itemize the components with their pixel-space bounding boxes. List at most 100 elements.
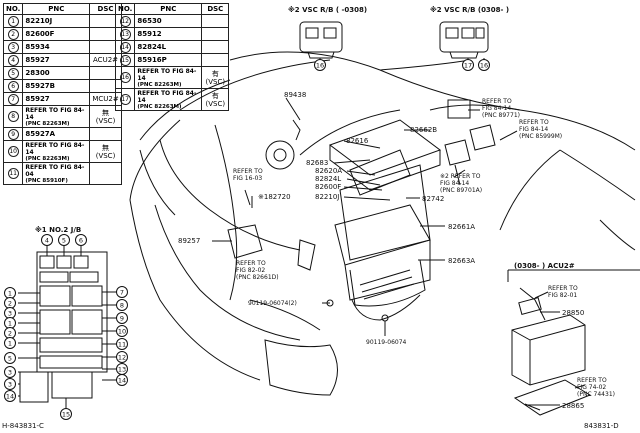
part-82662B: 82662B <box>410 126 437 134</box>
part-82600F: 82600F <box>315 183 341 191</box>
jb-right-callout-circle <box>116 351 128 363</box>
jb-left-callout: 3 <box>8 368 12 376</box>
horn-component <box>265 140 295 170</box>
part-number: 85916P <box>137 56 167 64</box>
part-89257: 89257 <box>178 237 200 245</box>
jb-left-callout-circle <box>4 352 16 364</box>
jb-left-callout: 1 <box>8 319 12 327</box>
code-right: 843831-D <box>584 422 619 430</box>
part-number-cell: REFER TO FIG 84-14(PNC 82263M) <box>134 66 203 89</box>
jb-left-callout-circle <box>4 390 16 402</box>
relay-small <box>444 139 471 166</box>
component-89257 <box>227 224 263 259</box>
jb-left-callout-circle <box>4 378 16 390</box>
jb-right-callout-circle <box>116 299 128 311</box>
table-row: 1 82210J <box>2 14 122 28</box>
front-bumper-curve <box>129 199 261 381</box>
hood-outline-top <box>229 51 636 151</box>
jb-top-callout-circle <box>58 234 70 246</box>
part-number: 28300 <box>25 69 50 77</box>
item-number: 7 <box>7 93 19 105</box>
jb-left-callout-circle <box>4 337 16 349</box>
jb-left-callout: 14 <box>6 392 14 400</box>
callout-16-a-circle <box>314 59 326 71</box>
hood-front-edge <box>179 59 331 111</box>
item-number: 16 <box>119 72 131 83</box>
part-number: 82600F <box>25 30 55 38</box>
part-182720: ※182720 <box>258 193 291 201</box>
description-cell: 無(VSC) <box>89 105 122 128</box>
label-vsc-rb-2: ※2 VSC R/B (0308- ) <box>430 5 509 14</box>
part-82683: 82683 <box>306 159 328 167</box>
jb-right-callout: 12 <box>118 353 126 361</box>
jb-left-callout: 1 <box>8 289 12 297</box>
item-number: 4 <box>7 54 19 66</box>
jb-left-callout: 3 <box>8 380 12 388</box>
label-acu: (0308- ) ACU2# <box>514 262 575 270</box>
part-90119-b: 90119-06074 <box>366 339 407 346</box>
part-sub-reference: (PNC 85910F) <box>25 177 68 184</box>
item-number: 10 <box>7 146 19 157</box>
code-left: H-843831-C <box>2 422 44 430</box>
jb-right-callout: 10 <box>118 327 126 335</box>
part-number: REFER TO FIG 84-14 <box>25 141 85 156</box>
part-number: 85934 <box>25 43 50 51</box>
part-number: 86530 <box>137 17 162 25</box>
table-row: 9 85927A <box>2 127 122 141</box>
vsc-relay-block-2 <box>439 21 489 53</box>
part-sub-reference: (PNC 82263M) <box>25 120 70 127</box>
part-number: 82824L <box>137 43 167 51</box>
jb-right-callout-circle <box>116 325 128 337</box>
part-number-cell: REFER TO FIG 84-04(PNC 85910F) <box>22 162 91 185</box>
callout-16-b: 16 <box>480 61 488 69</box>
battery-tray <box>513 379 592 416</box>
part-sub-reference: (PNC 82263M) <box>137 103 182 110</box>
part-number: REFER TO FIG 84-04 <box>25 163 85 178</box>
part-sub-reference: (PNC 82263M) <box>137 81 182 88</box>
callout-16-b-circle <box>478 59 490 71</box>
callout-15-circle <box>60 408 72 420</box>
relay-cover <box>447 99 471 119</box>
jb-left-callout: 2 <box>8 299 12 307</box>
description-cell <box>89 162 122 185</box>
jb-left-callout: 1 <box>8 339 12 347</box>
vsc-relay-block-1 <box>299 21 343 53</box>
part-82616: 82616 <box>346 137 369 145</box>
jb-top-callout: 5 <box>62 236 66 244</box>
part-number: 85927 <box>25 56 50 64</box>
callout-16-a: 16 <box>316 61 324 69</box>
part-number: 82210J <box>25 17 53 25</box>
jb-right-callout: 14 <box>118 376 126 384</box>
label-jb: ※1 NO.2 J/B <box>35 225 81 234</box>
jb-top-callout-circle <box>75 234 87 246</box>
item-number: 1 <box>7 15 19 27</box>
part-number: REFER TO FIG 84-14 <box>137 89 197 104</box>
item-number: 9 <box>7 128 19 140</box>
part-89438: 89438 <box>284 91 306 99</box>
jb-left-callout: 5 <box>8 354 12 362</box>
part-number: 85927A <box>25 130 56 138</box>
jb-top-callout: 6 <box>79 236 83 244</box>
jb-right-callout: 13 <box>118 365 126 373</box>
part-90119-a: 90119-06074(2) <box>248 300 297 307</box>
jb-right-callout: 11 <box>118 340 126 348</box>
jb-right-callout-circle <box>116 338 128 350</box>
description-cell: 無(VSC) <box>89 140 122 163</box>
part-number-cell: REFER TO FIG 84-14(PNC 82263M) <box>22 105 91 128</box>
jb-right-callout-circle <box>116 312 128 324</box>
